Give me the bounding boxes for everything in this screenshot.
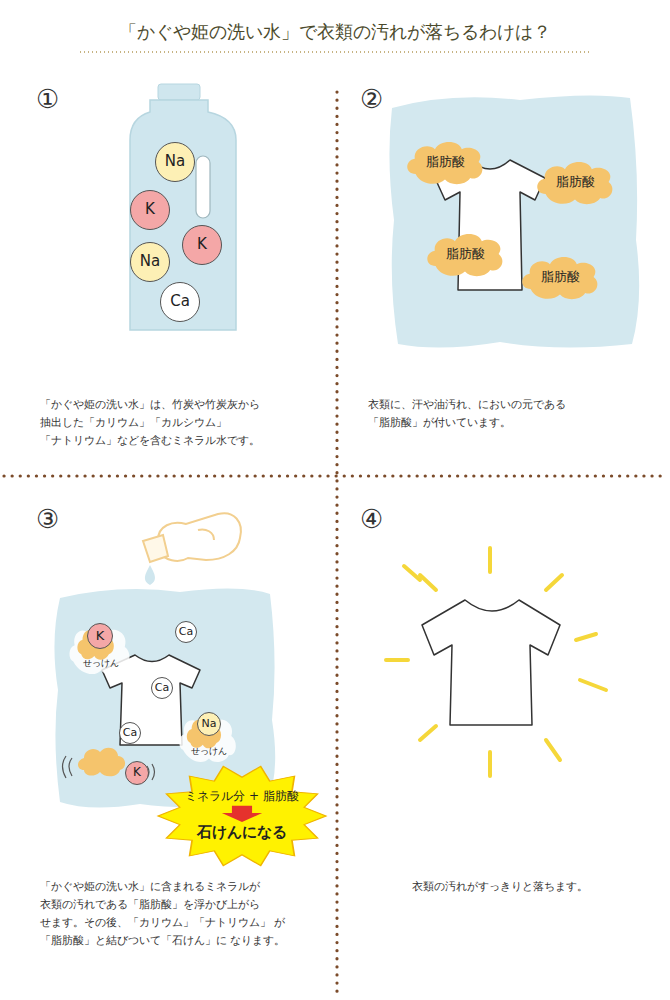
fatty-acid-cloud: 脂肪酸 [423, 230, 507, 278]
node-content: Ca [152, 678, 172, 698]
description-text: 「かぐや姫の洗い水」は、竹炭や竹炭灰から 抽出した「カリウム」「カルシウム」 「… [40, 396, 290, 450]
water-wash [389, 95, 639, 347]
motion-marks [63, 756, 155, 780]
ion-circle: K [87, 623, 113, 649]
node-content: Na [198, 713, 220, 735]
fatty-acid-label: 脂肪酸 [426, 155, 465, 170]
ion-symbol: K [133, 766, 141, 780]
ion-symbol: Na [202, 718, 217, 731]
node-content: 脂肪酸 [403, 138, 487, 186]
bottle [130, 84, 236, 330]
pouring-hand [143, 513, 241, 562]
ion-circle: Ca [119, 722, 141, 744]
node-content: Ca [120, 723, 140, 743]
ion-symbol: Ca [179, 626, 193, 639]
soap-cloud: せっけん Na [178, 710, 240, 762]
clean-t-shirt [422, 600, 560, 725]
ion-circle: K [182, 225, 222, 265]
ion-symbol: Na [165, 153, 185, 170]
fatty-acid-cloud: 脂肪酸 [403, 138, 487, 186]
reaction-burst: ミネラル分 + 脂肪酸石けんになる [158, 765, 326, 867]
ion-symbol: Na [140, 253, 160, 270]
node-content: Ca [161, 283, 199, 321]
node-content: K [126, 762, 148, 784]
water-wash [54, 588, 275, 807]
shine-rays [386, 548, 606, 776]
ion-symbol: Ca [170, 293, 190, 310]
ion-symbol: K [145, 201, 155, 218]
ion-circle: K [125, 761, 149, 785]
reaction-text: ミネラル分 + 脂肪酸 [185, 790, 299, 804]
fatty-acid-label: 脂肪酸 [556, 175, 595, 190]
node-content: Na [156, 143, 194, 181]
step-number: ③ [36, 506, 59, 532]
ion-circle: Ca [151, 677, 173, 699]
ion-circle: K [130, 190, 170, 230]
node-content: K [88, 624, 112, 648]
node-content: 脂肪酸 [518, 253, 602, 301]
divider [4, 474, 666, 477]
node-content: ミネラル分 + 脂肪酸石けんになる [158, 765, 326, 867]
node-content: K [183, 226, 221, 264]
water-drop [145, 565, 155, 585]
step-number: ② [360, 86, 383, 112]
node-content: Ca [176, 622, 196, 642]
node-content: Na [131, 243, 169, 281]
description-text: 衣類の汚れがすっきりと落ちます。 [412, 878, 662, 896]
lifted-fatty-acid [78, 748, 125, 777]
ion-circle: Na [197, 712, 221, 736]
ion-symbol: Ca [155, 682, 169, 695]
soap-label: せっけん [83, 658, 119, 668]
reaction-text: 石けんになる [197, 824, 287, 841]
soap-cloud: せっけん K [68, 620, 134, 674]
ion-circle: Na [155, 142, 195, 182]
fatty-acid-cloud: 脂肪酸 [533, 158, 617, 206]
ion-circle: Na [130, 242, 170, 282]
fatty-acid-label: 脂肪酸 [541, 270, 580, 285]
ion-symbol: K [96, 629, 105, 644]
title: 「かぐや姫の洗い水」で衣類の汚れが落ちるわけは？ [0, 20, 670, 44]
step-number: ④ [360, 506, 383, 532]
node-content: 脂肪酸 [423, 230, 507, 278]
ion-symbol: Ca [123, 727, 137, 740]
description-text: 「かぐや姫の洗い水」に含まれるミネラルが 衣類の汚れである「脂肪酸」を浮かび上が… [40, 878, 290, 951]
divider [335, 92, 338, 998]
shape-outline [158, 765, 326, 867]
ion-circle: Ca [160, 282, 200, 322]
step-number: ① [36, 86, 59, 112]
node-content: K [131, 191, 169, 229]
soap-label: せっけん [191, 746, 227, 756]
fatty-acid-cloud: 脂肪酸 [518, 253, 602, 301]
title-rule [80, 51, 592, 53]
description-text: 衣類に、汗や油汚れ、においの元である 「脂肪酸」が付いています。 [368, 396, 618, 432]
fatty-acid-label: 脂肪酸 [446, 247, 485, 262]
node-content: 脂肪酸 [533, 158, 617, 206]
ion-circle: Ca [175, 621, 197, 643]
ion-symbol: K [197, 236, 207, 253]
